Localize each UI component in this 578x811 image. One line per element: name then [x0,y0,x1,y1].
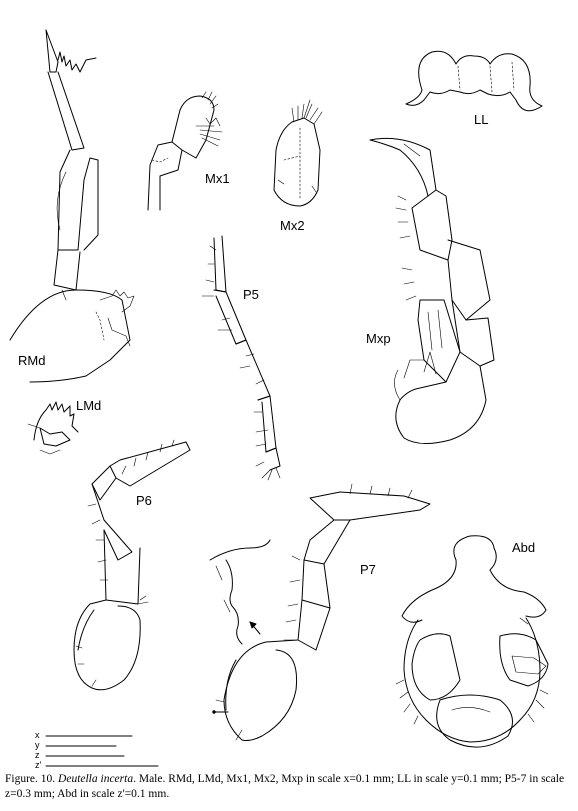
label-p6: P6 [136,493,152,508]
rmd-drawing [9,29,135,383]
label-rmd: RMd [18,353,46,368]
label-ll: LL [474,112,489,127]
figure-caption: Figure. 10. Deutella incerta. Male. RMd,… [5,772,573,802]
caption-prefix: Figure. 10. [5,773,56,785]
mxp-drawing [369,137,495,444]
label-p5: P5 [243,287,259,302]
p5-drawing [201,235,281,481]
label-abd: Abd [512,540,536,555]
scale-label-z-prime: z' [35,760,42,770]
mx1-drawing [147,91,223,211]
ll-drawing [405,50,543,112]
lmd-drawing [27,401,79,455]
p7-drawing [212,483,431,741]
label-lmd: LMd [76,398,102,413]
figure-plate [9,29,549,767]
abd-drawing [395,535,549,748]
p6-drawing [73,439,191,691]
label-mx2: Mx2 [280,218,305,233]
scale-label-x: x [35,730,40,740]
label-mx1: Mx1 [205,171,230,186]
mx2-drawing [273,99,323,207]
caption-text: . Male. RMd, LMd, Mx1, Mx2, Mxp in scale… [5,773,565,800]
label-p7: P7 [360,562,376,577]
caption-species: Deutella incerta [58,773,134,785]
scale-label-z: z [35,750,40,760]
scale-bars [45,735,159,767]
label-mxp: Mxp [366,331,391,346]
scale-label-y: y [35,740,40,750]
p7-inset-drawing [209,539,271,645]
